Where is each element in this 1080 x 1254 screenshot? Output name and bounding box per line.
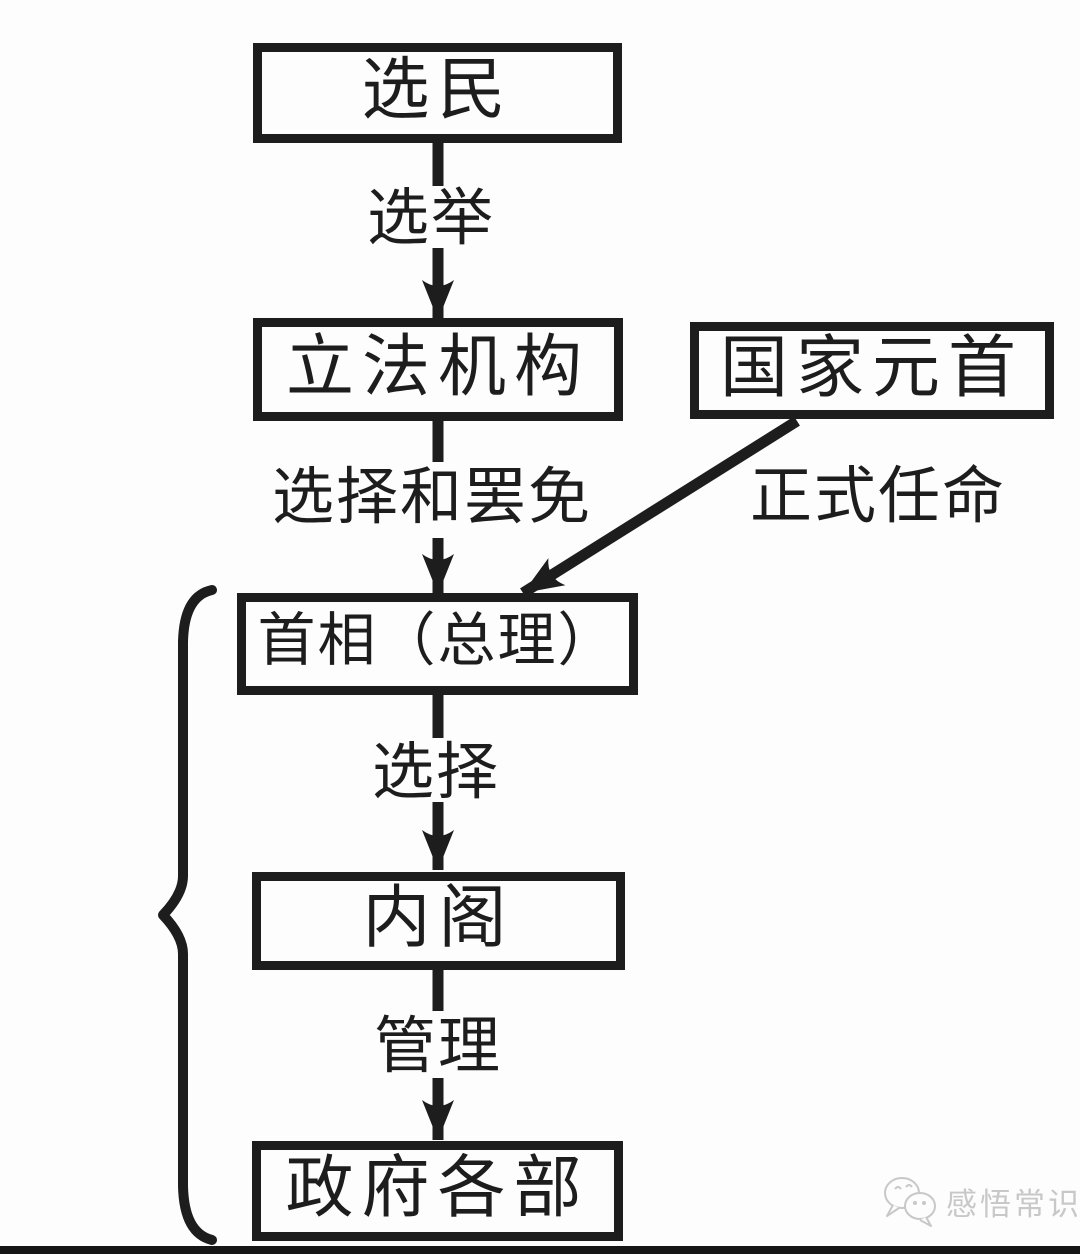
group-brace <box>158 585 217 1245</box>
edge-label-select: 选择 <box>371 739 500 807</box>
node-voters: 选民 <box>253 43 622 143</box>
watermark: 感悟常识 <box>880 1173 1080 1229</box>
watermark-text: 感悟常识 <box>946 1186 1080 1222</box>
arrow-head-of-state-to-pm <box>520 416 800 598</box>
chat-bubbles-icon <box>884 1177 936 1227</box>
node-cabinet: 内阁 <box>252 872 625 970</box>
edge-label-election: 选举 <box>366 185 495 253</box>
bottom-rule <box>0 1246 1080 1254</box>
edge-label-formal-appointment: 正式任命 <box>750 463 1007 531</box>
node-ministries: 政府各部 <box>252 1141 623 1241</box>
edge-label-manage: 管理 <box>373 1013 502 1081</box>
node-head-of-state: 国家元首 <box>690 322 1054 419</box>
node-prime-minister: 首相（总理） <box>237 593 638 695</box>
node-legislature: 立法机构 <box>253 318 623 421</box>
edge-label-select-and-recall: 选择和罢免 <box>271 464 592 532</box>
